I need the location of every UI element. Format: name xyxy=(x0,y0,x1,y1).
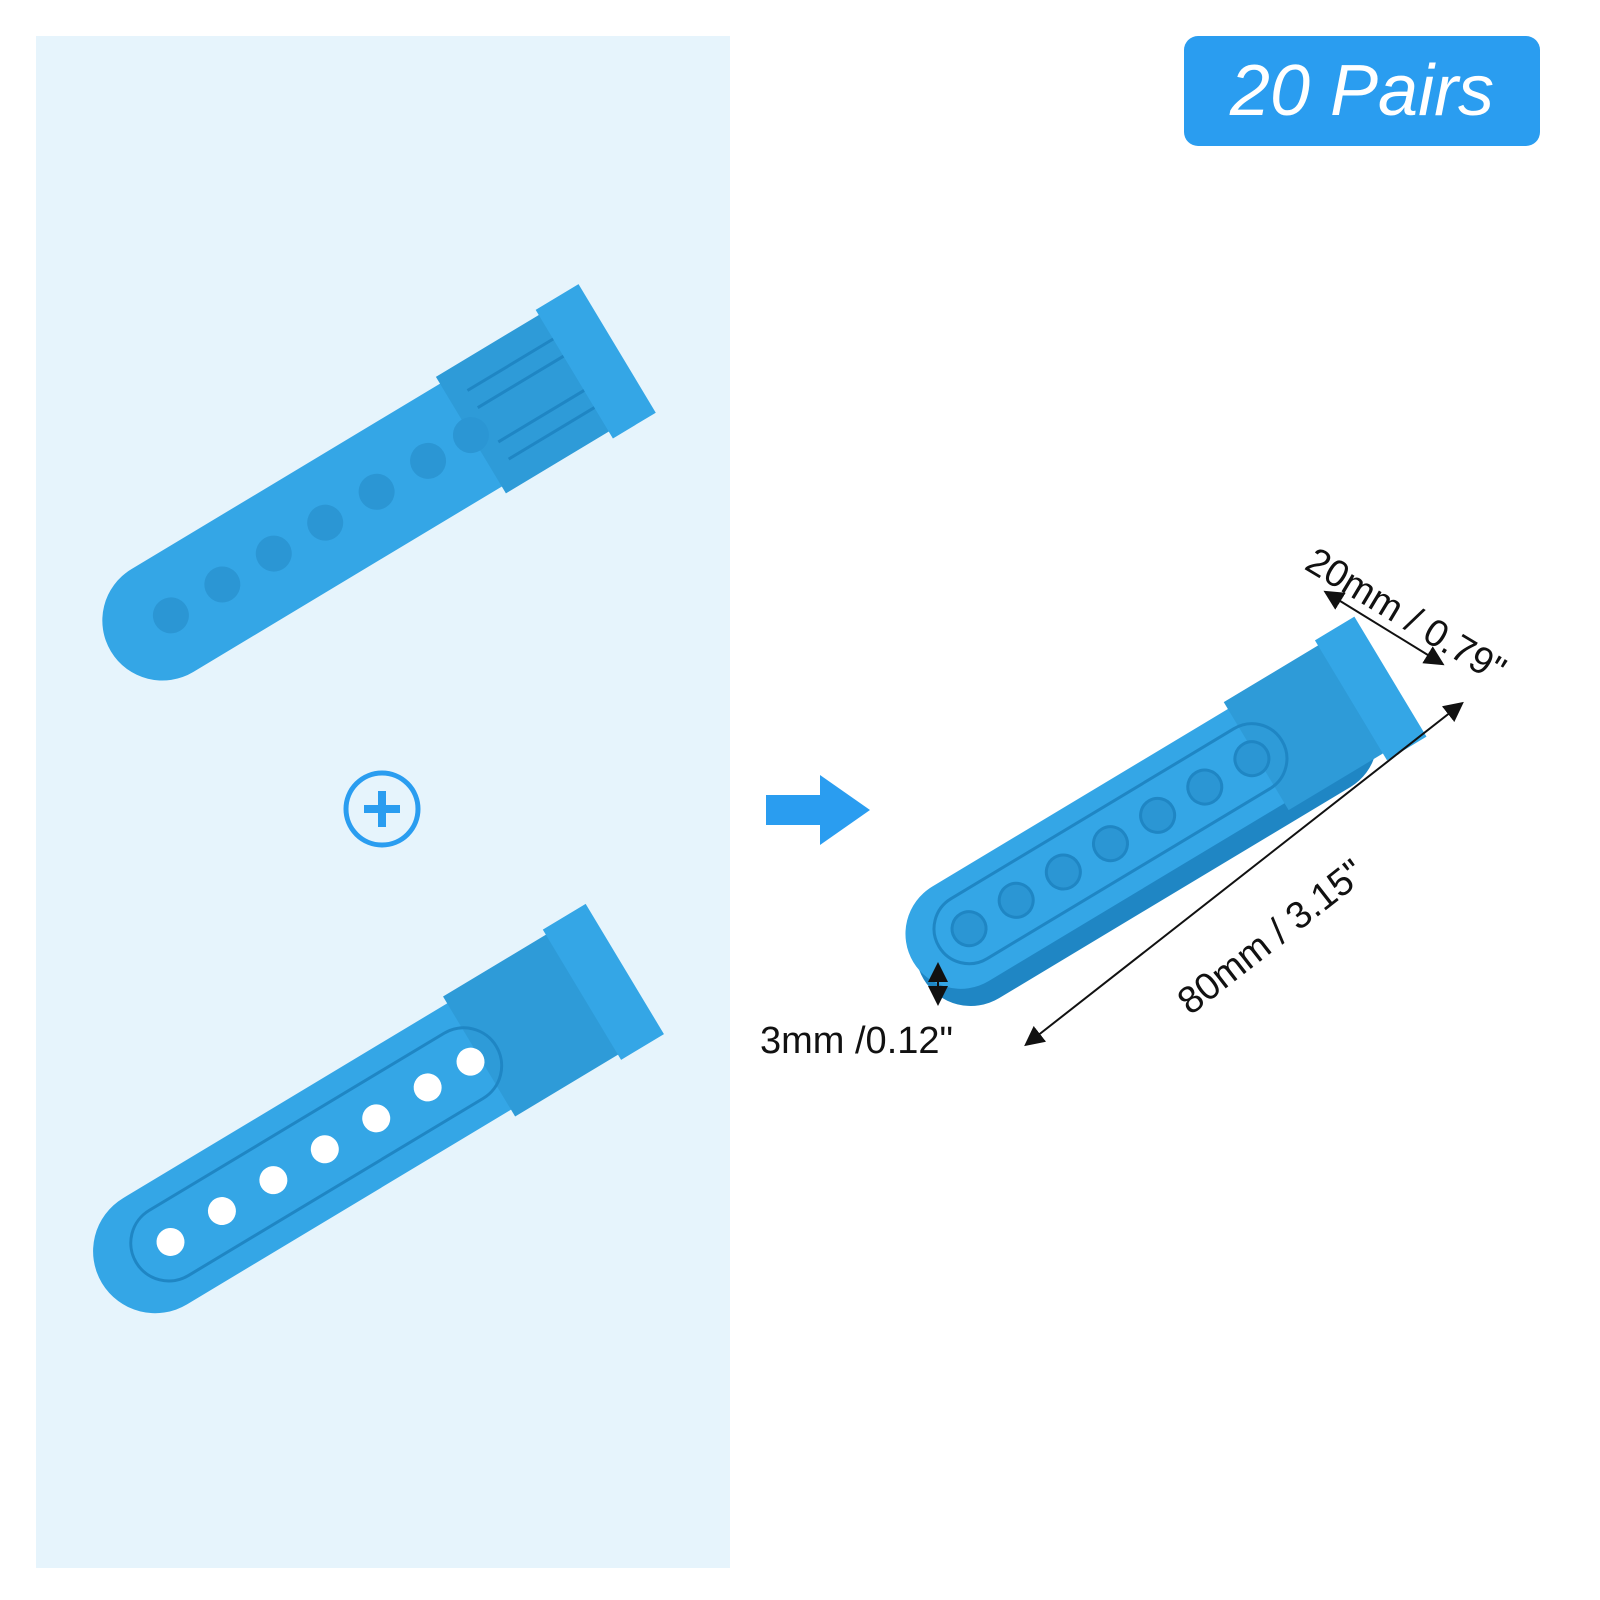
assembled-strap xyxy=(905,616,1427,1006)
strap-with-holes xyxy=(93,903,664,1314)
quantity-badge: 20 Pairs xyxy=(1184,36,1540,146)
thickness-label: 3mm /0.12" xyxy=(760,1020,954,1062)
width-dimension-line xyxy=(1323,590,1445,666)
arrow-right-icon xyxy=(766,775,870,845)
length-dimension-line xyxy=(1024,701,1464,1047)
plus-circle-icon xyxy=(343,770,421,848)
strap-with-pegs xyxy=(102,284,656,681)
